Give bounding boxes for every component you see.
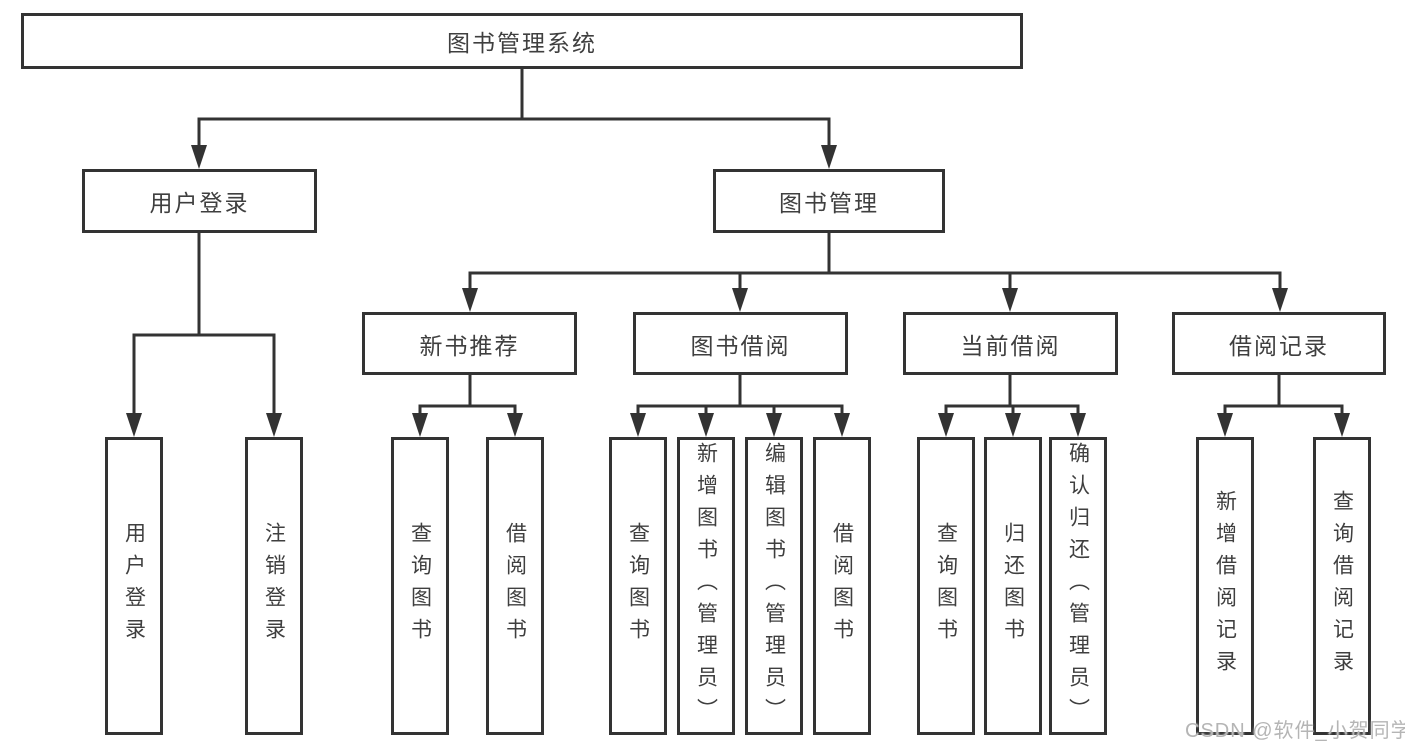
connector-current-borrow xyxy=(944,373,1080,419)
node-book-borrow: 图书借阅 xyxy=(633,312,848,375)
arrowhead xyxy=(507,413,523,437)
node-leaf-add-book-admin: 新增图书（管理员） xyxy=(677,437,735,735)
node-leaf-borrow-book-2: 借阅图书 xyxy=(813,437,871,735)
arrowhead xyxy=(821,145,837,169)
arrowhead xyxy=(1005,413,1021,437)
connector-root-to-level2 xyxy=(197,67,831,151)
connector-new-book-recommend xyxy=(418,373,517,419)
arrowhead xyxy=(266,413,282,437)
leaf-label: 查询图书 xyxy=(934,522,958,650)
leaf-label: 注销登录 xyxy=(262,522,286,650)
leaf-label: 归还图书 xyxy=(1001,522,1025,650)
connector-borrow-records xyxy=(1223,373,1344,419)
node-leaf-borrow-book-1: 借阅图书 xyxy=(486,437,544,735)
leaf-label: 新增借阅记录 xyxy=(1213,490,1237,682)
arrowhead xyxy=(1334,413,1350,437)
node-root: 图书管理系统 xyxy=(21,13,1023,69)
node-leaf-add-borrow-record: 新增借阅记录 xyxy=(1196,437,1254,735)
node-borrow-records: 借阅记录 xyxy=(1172,312,1386,375)
node-leaf-user-login: 用户登录 xyxy=(105,437,163,735)
node-current-borrow: 当前借阅 xyxy=(903,312,1118,375)
csdn-watermark: CSDN @软件_小贺同学 xyxy=(1185,720,1405,742)
arrowhead xyxy=(698,413,714,437)
arrowhead xyxy=(412,413,428,437)
leaf-label: 查询图书 xyxy=(408,522,432,650)
arrowhead xyxy=(938,413,954,437)
leaf-label: 查询借阅记录 xyxy=(1330,490,1354,682)
node-leaf-query-book-2: 查询图书 xyxy=(609,437,667,735)
node-leaf-confirm-return-admin: 确认归还（管理员） xyxy=(1049,437,1107,735)
arrowhead xyxy=(732,288,748,312)
leaf-label: 借阅图书 xyxy=(503,522,527,650)
arrowhead xyxy=(766,413,782,437)
arrowhead xyxy=(630,413,646,437)
connector-book-borrow xyxy=(636,373,844,419)
arrowhead xyxy=(191,145,207,169)
arrowhead xyxy=(126,413,142,437)
leaf-label: 借阅图书 xyxy=(830,522,854,650)
arrowhead xyxy=(1272,288,1288,312)
connector-book-management xyxy=(468,231,1282,294)
arrowhead xyxy=(834,413,850,437)
arrowhead xyxy=(462,288,478,312)
node-leaf-query-borrow-record: 查询借阅记录 xyxy=(1313,437,1371,735)
leaf-label: 编辑图书（管理员） xyxy=(762,442,786,730)
node-leaf-logout: 注销登录 xyxy=(245,437,303,735)
node-leaf-query-book-1: 查询图书 xyxy=(391,437,449,735)
node-leaf-query-book-3: 查询图书 xyxy=(917,437,975,735)
leaf-label: 用户登录 xyxy=(122,522,146,650)
leaf-label: 查询图书 xyxy=(626,522,650,650)
node-leaf-edit-book-admin: 编辑图书（管理员） xyxy=(745,437,803,735)
node-user-login: 用户登录 xyxy=(82,169,317,233)
arrowhead xyxy=(1217,413,1233,437)
node-book-management: 图书管理 xyxy=(713,169,945,233)
arrowhead xyxy=(1002,288,1018,312)
arrowhead xyxy=(1070,413,1086,437)
leaf-label: 新增图书（管理员） xyxy=(694,442,718,730)
node-leaf-return-book: 归还图书 xyxy=(984,437,1042,735)
node-new-book-recommend: 新书推荐 xyxy=(362,312,577,375)
connector-user-login xyxy=(132,231,276,419)
leaf-label: 确认归还（管理员） xyxy=(1066,442,1090,730)
